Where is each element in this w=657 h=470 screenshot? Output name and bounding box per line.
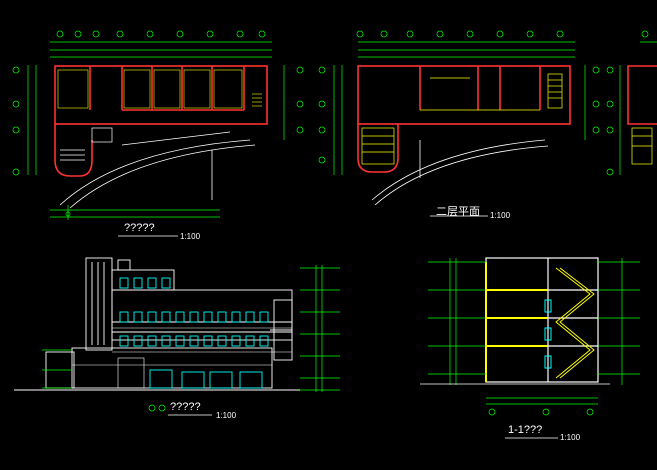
plan1-entrance-stairs — [60, 127, 113, 161]
section-windows — [544, 299, 552, 369]
front-elevation — [14, 257, 340, 412]
partial-third-plan — [606, 30, 657, 176]
section-level-marks — [428, 258, 640, 416]
elevation-railings — [72, 327, 292, 389]
title-underlines — [118, 215, 558, 439]
second-floor-plan — [318, 30, 600, 206]
plan2-top-dimensions — [358, 41, 575, 58]
plan1-right-bubbles — [283, 65, 304, 140]
section-stair-flights — [555, 267, 595, 379]
plan2-balcony-arcs — [371, 139, 549, 206]
plan1-walls — [54, 65, 268, 177]
elevation-scale: 1:100 — [216, 411, 237, 420]
section-scale: 1:100 — [560, 433, 581, 442]
plan2-axis-bubbles-top — [356, 30, 564, 38]
floor1-title: ????? — [124, 222, 155, 234]
floor1-scale: 1:100 — [180, 232, 201, 241]
elevation-windows — [119, 277, 269, 389]
plan1-ramp-arcs — [59, 131, 256, 209]
plan1-room-fills — [57, 69, 262, 109]
floor2-title: 二层平面 — [436, 206, 480, 218]
elevation-level-marks-right — [300, 265, 340, 392]
floor2-scale: 1:100 — [490, 211, 511, 220]
section-floor-slabs — [485, 262, 548, 382]
elevation-title: ????? — [170, 401, 201, 413]
plan1-top-dimensions — [50, 41, 272, 58]
plan1-left-dimensions — [12, 65, 37, 176]
section-1-1 — [420, 257, 640, 416]
plan2-walls — [357, 65, 571, 173]
plan2-left-bubbles — [318, 65, 600, 175]
plan2-stairs-yellow — [361, 73, 563, 165]
plan1-axis-bubbles-top — [56, 30, 266, 38]
elevation-outline — [14, 257, 300, 391]
first-floor-plan — [12, 30, 304, 220]
elevation-level-marks-left — [42, 349, 72, 389]
plan1-bottom-dimensions — [50, 205, 220, 220]
elevation-axis-bubbles — [148, 404, 166, 412]
section-title: 1-1??? — [508, 424, 543, 436]
